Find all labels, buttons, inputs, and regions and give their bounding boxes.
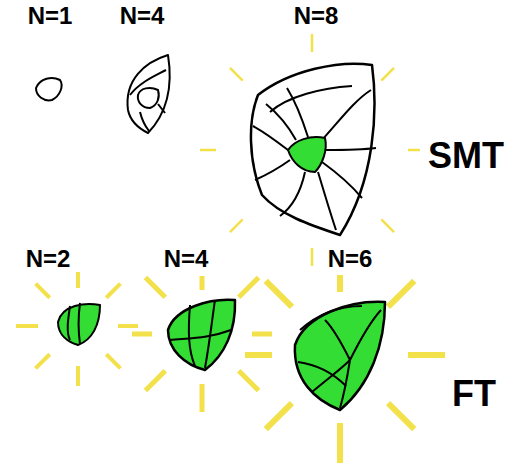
leaf-outline: [58, 303, 100, 345]
light-rays: [245, 275, 445, 463]
stage-label: N=6: [328, 246, 373, 272]
leaf-outline: [168, 300, 235, 370]
leaf-outline: [251, 64, 376, 235]
leaf-outline: [295, 302, 385, 410]
stage-label: N=4: [120, 3, 165, 29]
stage-label: N=1: [28, 3, 73, 29]
light-rays: [200, 34, 420, 266]
light-rays: [132, 276, 272, 412]
row-title: SMT: [428, 136, 504, 176]
row-title: FT: [452, 374, 496, 414]
stage-label: N=8: [294, 3, 339, 29]
leaf-outline: [36, 78, 62, 100]
light-rays: [16, 272, 138, 386]
stage-label: N=2: [26, 246, 71, 272]
leaf-outline: [128, 55, 170, 133]
stage-label: N=4: [164, 246, 209, 272]
